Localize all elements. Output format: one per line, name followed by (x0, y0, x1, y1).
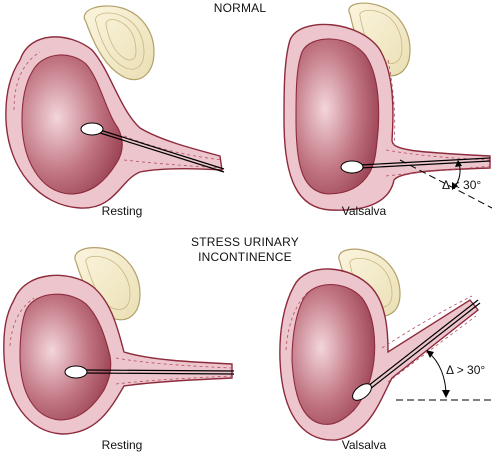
panel-sui-valsalva (279, 248, 494, 441)
panel-normal-resting (5, 5, 225, 209)
bladder-lumen (19, 293, 112, 421)
angle-label-sui: Δ > 30° (446, 363, 486, 377)
angle-indicator (399, 159, 493, 209)
cotton-swab (340, 157, 491, 174)
caption-sui-resting: Resting (101, 438, 143, 452)
heading-sui-line1: STRESS URINARY (191, 235, 299, 249)
caption-normal-resting: Resting (101, 204, 143, 218)
cotton-swab (80, 122, 225, 173)
bladder-lumen (21, 54, 123, 195)
dashed-wall-lines (285, 291, 477, 383)
bladder-lumen (291, 284, 376, 425)
heading-normal: NORMAL (213, 1, 267, 15)
angle-indicator (396, 350, 494, 401)
pubic-bone (83, 5, 155, 81)
angle-label-normal: Δ < 30° (442, 178, 482, 192)
dashed-wall-lines (13, 51, 223, 169)
cotton-swab (352, 299, 481, 401)
caption-normal-valsalva: Valsalva (341, 204, 387, 218)
panel-sui-resting (3, 247, 235, 435)
dashed-wall-lines (9, 297, 233, 385)
bladder-lumen (295, 38, 380, 195)
panel-normal-valsalva (283, 2, 493, 211)
caption-sui-valsalva: Valsalva (341, 438, 387, 452)
dashed-wall-lines (385, 59, 491, 177)
heading-sui-line2: INCONTINENCE (198, 250, 292, 264)
cotton-swab (64, 365, 235, 379)
